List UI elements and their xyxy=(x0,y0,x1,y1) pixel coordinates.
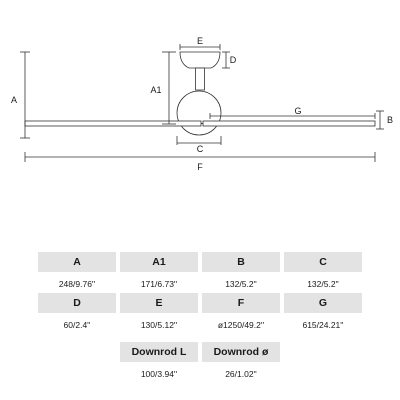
label-B: B xyxy=(387,115,393,125)
table-value-downrod-length: 100/3.94'' xyxy=(140,369,178,379)
table-header-downrod-diameter: Downrod ø xyxy=(202,342,280,362)
table-header-B: B xyxy=(202,252,280,272)
label-C: C xyxy=(197,144,204,154)
label-A1: A1 xyxy=(150,85,161,95)
motor-housing xyxy=(176,90,222,136)
canopy xyxy=(179,51,221,69)
dim-C xyxy=(176,136,222,145)
table-header-downrod-length: Downrod L xyxy=(120,342,198,362)
label-G: G xyxy=(294,106,301,116)
table-header-F: F xyxy=(202,293,280,313)
dim-D xyxy=(222,51,230,69)
table-header-D: D xyxy=(38,293,116,313)
blade-right xyxy=(202,120,376,127)
table-value-F: ø1250/49.2'' xyxy=(217,320,265,330)
table-value-G: 615/24.21'' xyxy=(302,320,344,330)
downrod xyxy=(195,67,205,91)
dim-G xyxy=(209,113,376,119)
label-E: E xyxy=(197,36,203,46)
label-A: A xyxy=(11,95,17,105)
label-D: D xyxy=(230,55,237,65)
table-value-B: 132/5.2'' xyxy=(225,279,257,289)
dim-B xyxy=(376,110,384,130)
dim-A1 xyxy=(162,51,176,125)
dim-F xyxy=(24,152,376,162)
table-value-downrod-diameter: 26/1.02'' xyxy=(225,369,257,379)
table-value-A: 248/9.76'' xyxy=(58,279,96,289)
table-value-A1: 171/6.73'' xyxy=(140,279,178,289)
table-value-E: 130/5.12'' xyxy=(140,320,178,330)
table-header-A1: A1 xyxy=(120,252,198,272)
fan-dimension-drawing: E D A1 A G B C F xyxy=(11,36,393,172)
table-header-E: E xyxy=(120,293,198,313)
blade-left xyxy=(24,120,202,127)
table-header-G: G xyxy=(284,293,362,313)
table-header-C: C xyxy=(284,252,362,272)
table-value-C: 132/5.2'' xyxy=(307,279,339,289)
table-header-A: A xyxy=(38,252,116,272)
dim-E xyxy=(179,44,221,50)
table-value-D: 60/2.4'' xyxy=(63,320,91,330)
dim-A xyxy=(20,51,30,139)
label-F: F xyxy=(197,162,203,172)
